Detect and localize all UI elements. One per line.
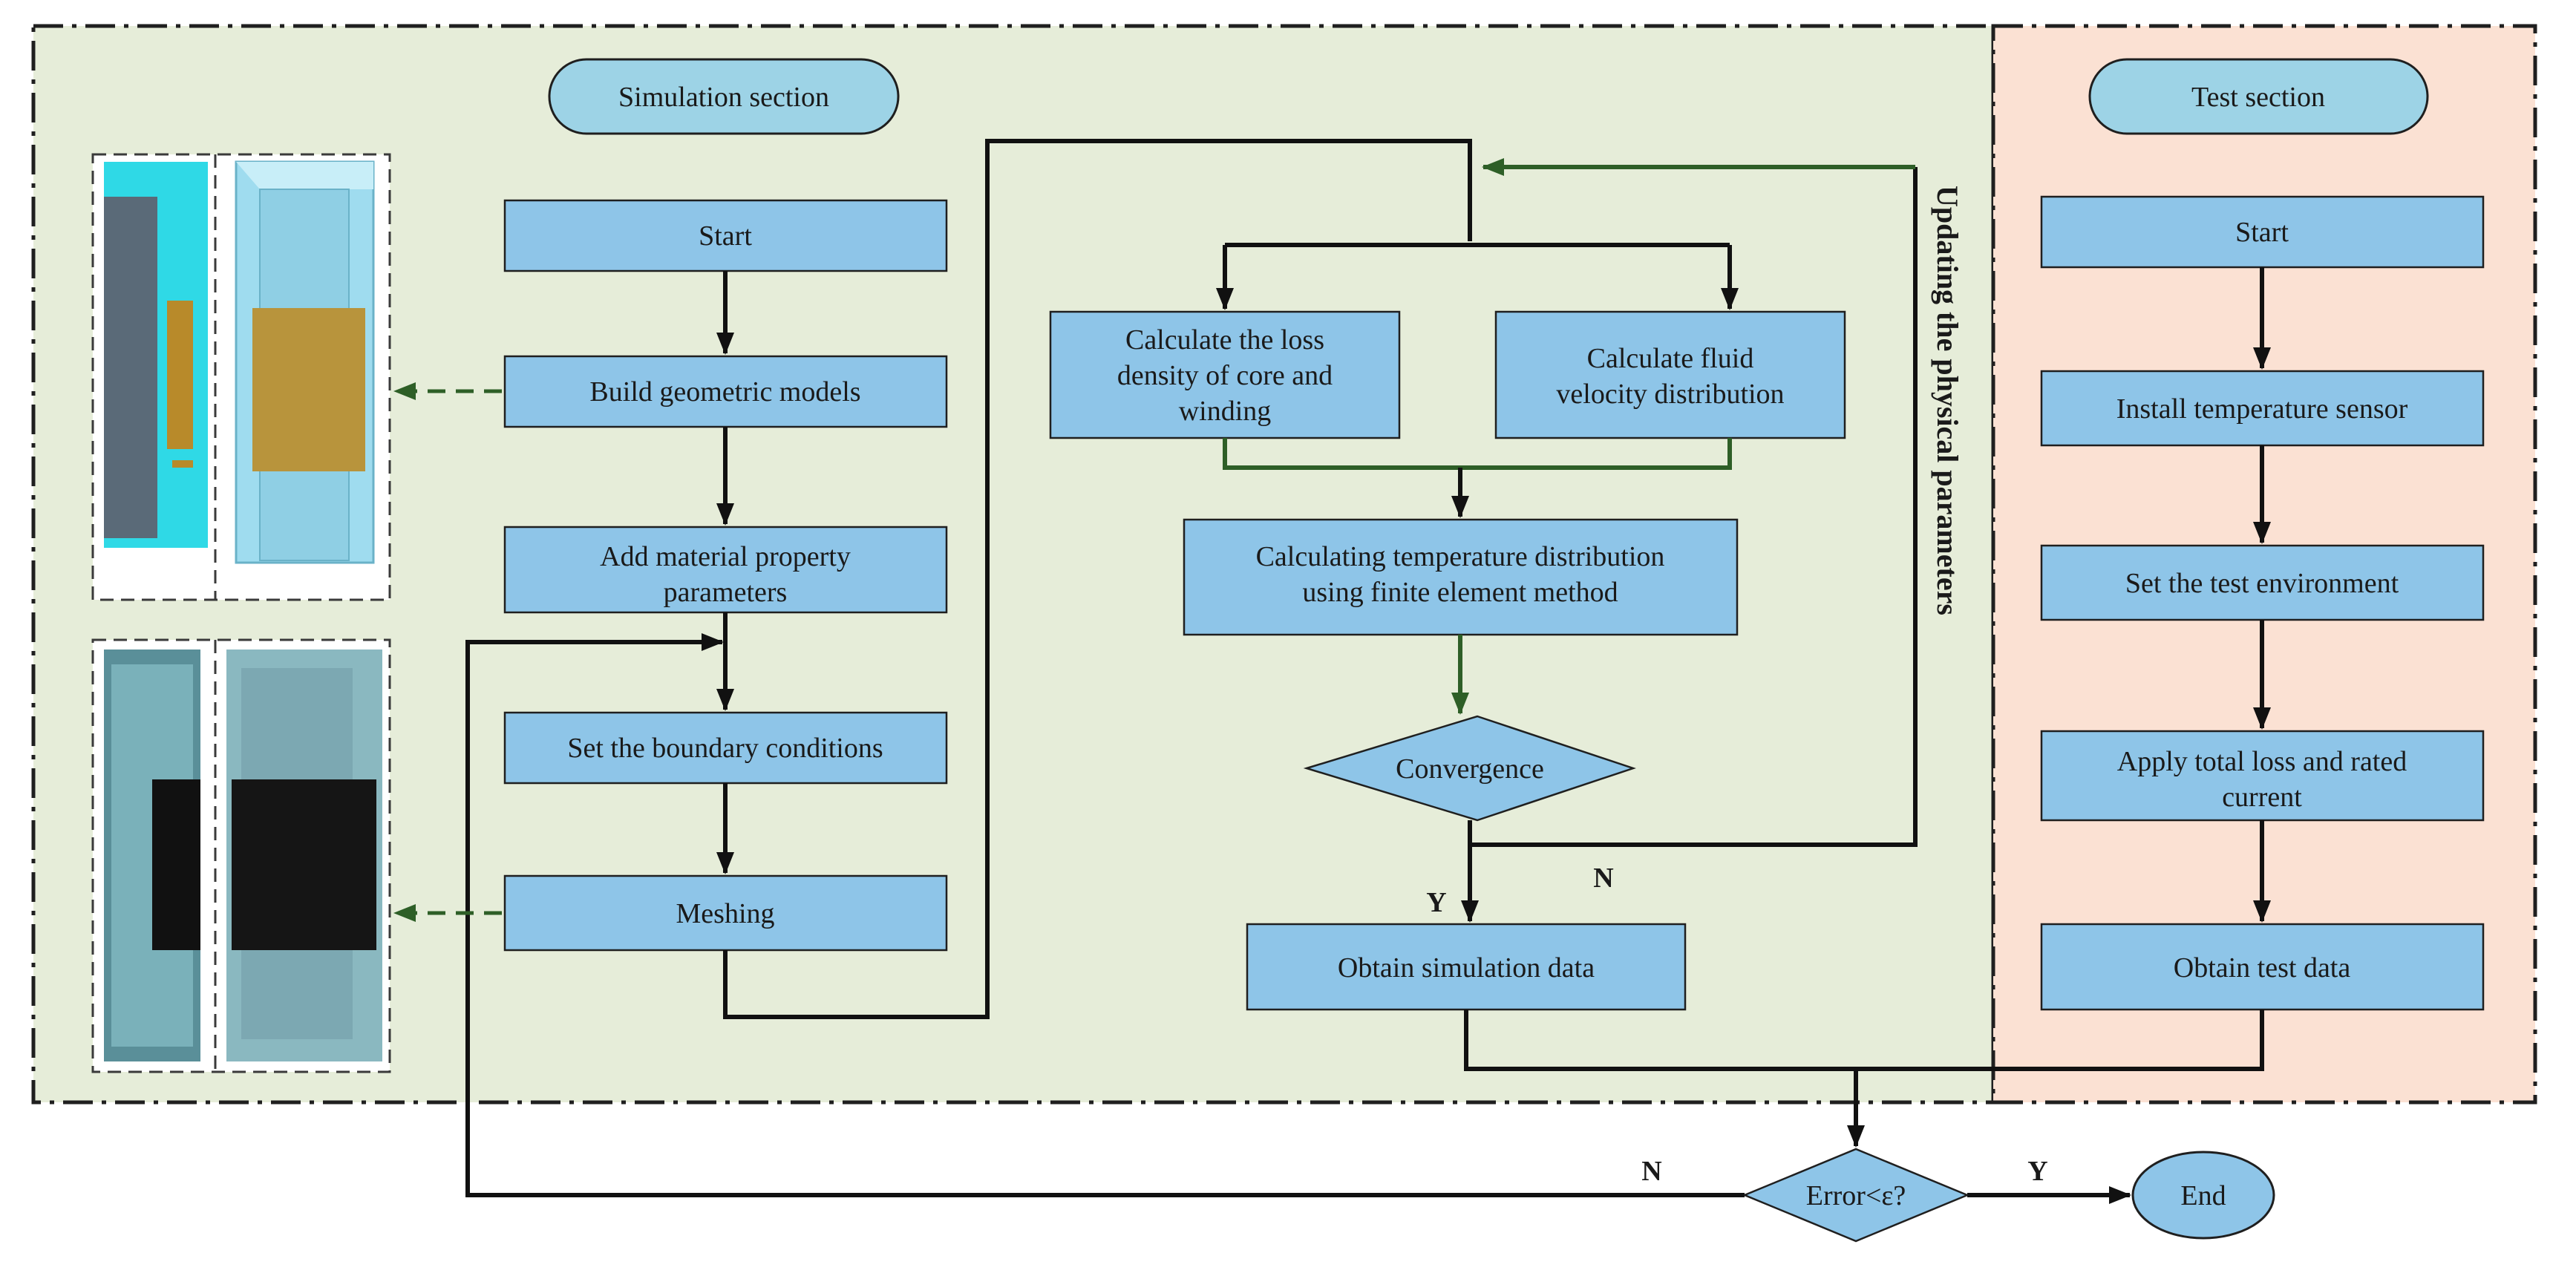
end-terminal: [2131, 1151, 2275, 1240]
error-decision-label: Error<ε?: [1806, 1180, 1906, 1211]
boundary-conditions-box: [503, 711, 948, 785]
fluid-velocity-label-2: velocity distribution: [1556, 379, 1784, 410]
obtain-test-data-label: Obtain test data: [2174, 952, 2351, 984]
temperature-distribution-box: [1183, 518, 1739, 636]
apply-loss-current-box: [2040, 730, 2485, 822]
connector-arrows: [393, 139, 2271, 1204]
convergence-label: Convergence: [1396, 753, 1544, 785]
obtain-simulation-data-box: [1246, 923, 1687, 1011]
error-no-label: N: [1641, 1156, 1661, 1187]
loss-density-label-3: winding: [1179, 396, 1272, 427]
build-geometric-models-label: Build geometric models: [589, 376, 860, 408]
apply-loss-current-label-1: Apply total loss and rated: [2117, 746, 2407, 777]
test-environment-box: [2040, 544, 2485, 621]
install-temperature-sensor-box: [2040, 370, 2485, 447]
convergence-no-label: N: [1593, 863, 1613, 894]
test-section-title: Test section: [2191, 82, 2325, 113]
mesh-model-images: [91, 638, 391, 1073]
sim-start-label: Start: [699, 220, 752, 252]
updating-physical-parameters-label: Updating the physical parameters: [1931, 186, 1964, 615]
fluid-velocity-label-1: Calculate fluid: [1587, 343, 1754, 374]
temperature-distribution-label-2: using finite element method: [1302, 577, 1618, 608]
error-yes-label: Y: [2027, 1156, 2047, 1187]
boundary-conditions-label: Set the boundary conditions: [567, 733, 883, 764]
test-environment-label: Set the test environment: [2125, 568, 2399, 599]
simulation-section-title-pill: [548, 58, 900, 135]
material-property-label-1: Add material property: [600, 541, 851, 572]
obtain-simulation-data-label: Obtain simulation data: [1338, 952, 1595, 984]
temperature-distribution-label-1: Calculating temperature distribution: [1256, 541, 1665, 572]
meshing-box: [503, 874, 948, 952]
test-start-box: [2040, 195, 2485, 269]
build-geometric-models-box: [503, 355, 948, 428]
geometry-model-images: [91, 153, 391, 601]
test-section-title-pill: [2088, 58, 2429, 135]
simulation-section-title: Simulation section: [618, 82, 829, 113]
material-property-box: [503, 526, 948, 614]
loss-density-label-2: density of core and: [1117, 360, 1333, 391]
end-label: End: [2180, 1180, 2226, 1211]
fluid-velocity-box: [1494, 310, 1846, 439]
convergence-yes-label: Y: [1426, 887, 1446, 918]
meshing-label: Meshing: [676, 898, 775, 929]
test-start-label: Start: [2235, 217, 2289, 248]
apply-loss-current-label-2: current: [2222, 782, 2302, 813]
convergence-diamond: [1303, 715, 1636, 822]
loss-density-box: [1049, 310, 1401, 439]
material-property-label-2: parameters: [664, 577, 788, 608]
install-temperature-sensor-label: Install temperature sensor: [2116, 393, 2408, 425]
loss-density-label-1: Calculate the loss: [1125, 324, 1324, 356]
